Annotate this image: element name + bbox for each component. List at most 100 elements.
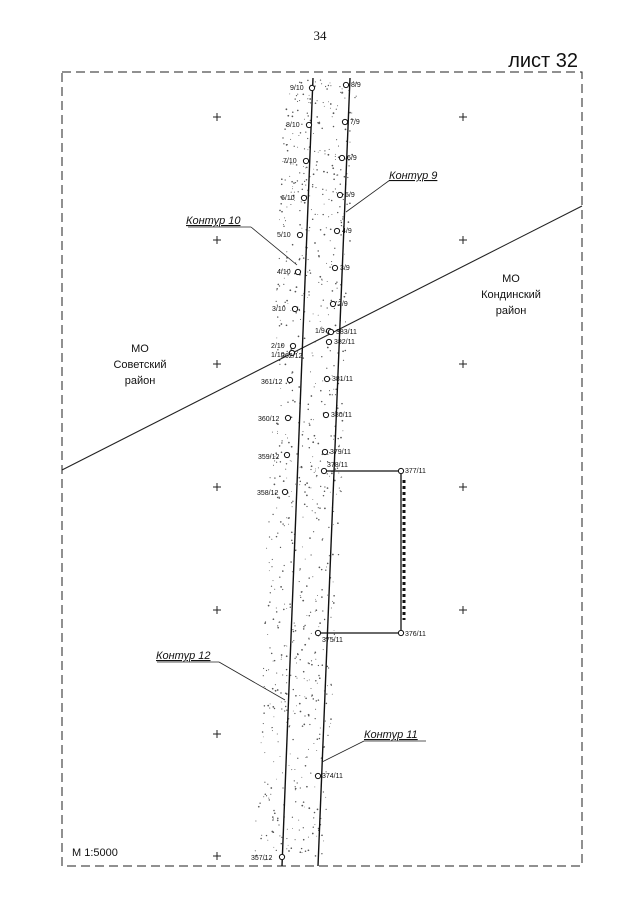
stipple-dot — [325, 569, 327, 571]
stipple-dot — [290, 198, 292, 200]
stipple-dot — [336, 139, 338, 141]
stipple-dot — [312, 313, 314, 315]
stipple-dot — [307, 403, 310, 405]
stipple-dot — [283, 564, 285, 567]
stipple-dot — [269, 703, 271, 705]
stipple-dot — [334, 159, 336, 160]
stipple-dot — [313, 811, 316, 814]
stipple-dot — [316, 808, 319, 811]
stipple-dot — [308, 424, 311, 426]
stipple-dot — [263, 667, 265, 670]
stipple-dot — [327, 453, 329, 455]
stipple-dot — [307, 297, 308, 298]
stipple-dot — [278, 257, 280, 260]
stipple-dot — [255, 820, 257, 822]
stipple-dot — [333, 524, 335, 526]
stipple-dot — [317, 151, 319, 153]
stipple-dot — [306, 615, 308, 617]
point-marker — [314, 772, 322, 780]
stipple-dot — [283, 645, 286, 647]
point-label: 2/9 — [338, 301, 348, 308]
stipple-dot — [257, 805, 260, 808]
stipple-dot — [332, 553, 334, 556]
stipple-dot — [294, 625, 296, 627]
stipple-dot — [319, 79, 322, 81]
stipple-dot — [272, 816, 274, 818]
stipple-dot — [301, 183, 304, 185]
stipple-dot — [273, 707, 276, 710]
stipple-dot — [321, 278, 323, 280]
stipple-dot — [303, 118, 305, 120]
stipple-dot — [292, 320, 294, 322]
stipple-dot — [294, 400, 296, 403]
page-number: 34 — [313, 28, 327, 43]
stipple-dot — [276, 733, 278, 735]
stipple-dot — [295, 801, 297, 803]
stipple-dot — [254, 850, 256, 852]
stipple-dot — [308, 230, 310, 232]
stipple-dot — [291, 115, 294, 118]
stipple-dot — [281, 708, 283, 710]
stipple-dot — [286, 437, 289, 439]
stipple-dot — [344, 253, 345, 255]
stipple-dot — [291, 571, 293, 573]
stipple-dot — [320, 389, 322, 392]
stipple-dot — [303, 806, 305, 808]
stipple-dot — [311, 186, 314, 188]
stipple-dot — [308, 577, 310, 579]
stipple-dot — [332, 112, 335, 115]
stipple-dot — [342, 350, 344, 353]
stipple-dot — [311, 218, 314, 221]
stipple-dot — [304, 715, 306, 717]
stipple-dot — [317, 664, 320, 667]
stipple-dot — [279, 755, 281, 757]
stipple-dot — [312, 184, 314, 186]
stipple-dot — [285, 144, 288, 146]
stipple-dot — [347, 176, 349, 179]
stipple-dot — [285, 124, 288, 127]
stipple-dot — [287, 274, 289, 276]
point-label: 6/10 — [281, 195, 295, 202]
stipple-dot — [281, 344, 283, 346]
stipple-dot — [317, 250, 319, 252]
stipple-dot — [341, 419, 344, 422]
stipple-dot — [326, 346, 329, 349]
point-label: 379/11 — [330, 449, 351, 456]
stipple-dot — [285, 434, 287, 436]
stipple-dot — [287, 844, 289, 846]
stipple-dot — [282, 480, 285, 482]
stipple-dot — [318, 674, 320, 677]
stipple-dot — [330, 684, 332, 686]
stipple-dot — [298, 581, 300, 583]
stipple-dot — [348, 165, 350, 167]
stipple-dot — [334, 468, 337, 470]
point-marker — [314, 629, 322, 637]
stipple-dot — [278, 445, 281, 447]
stipple-dot — [287, 114, 290, 117]
stipple-dot — [295, 694, 297, 697]
stipple-dot — [281, 440, 283, 442]
point-label: 8/10 — [286, 122, 300, 129]
stipple-dot — [327, 594, 329, 596]
stipple-dot — [301, 725, 304, 727]
stipple-dot — [312, 355, 314, 357]
stipple-dot — [277, 348, 279, 351]
stipple-dot — [333, 594, 335, 597]
stipple-dot — [306, 494, 308, 497]
stipple-dot — [274, 492, 277, 494]
stipple-dot — [311, 352, 313, 354]
point-marker — [283, 451, 291, 459]
stipple-dot — [312, 498, 314, 500]
stipple-dot — [340, 224, 343, 227]
stipple-dot — [277, 741, 279, 743]
stipple-dot — [299, 695, 301, 696]
stipple-dot — [279, 219, 281, 221]
stipple-dot — [294, 98, 296, 100]
stipple-dot — [274, 477, 276, 479]
stipple-dot — [325, 566, 327, 568]
stipple-dot — [326, 281, 328, 282]
stipple-dot — [330, 378, 332, 380]
stipple-dot — [275, 611, 278, 613]
point-marker — [338, 154, 346, 162]
stipple-dot — [349, 240, 351, 242]
